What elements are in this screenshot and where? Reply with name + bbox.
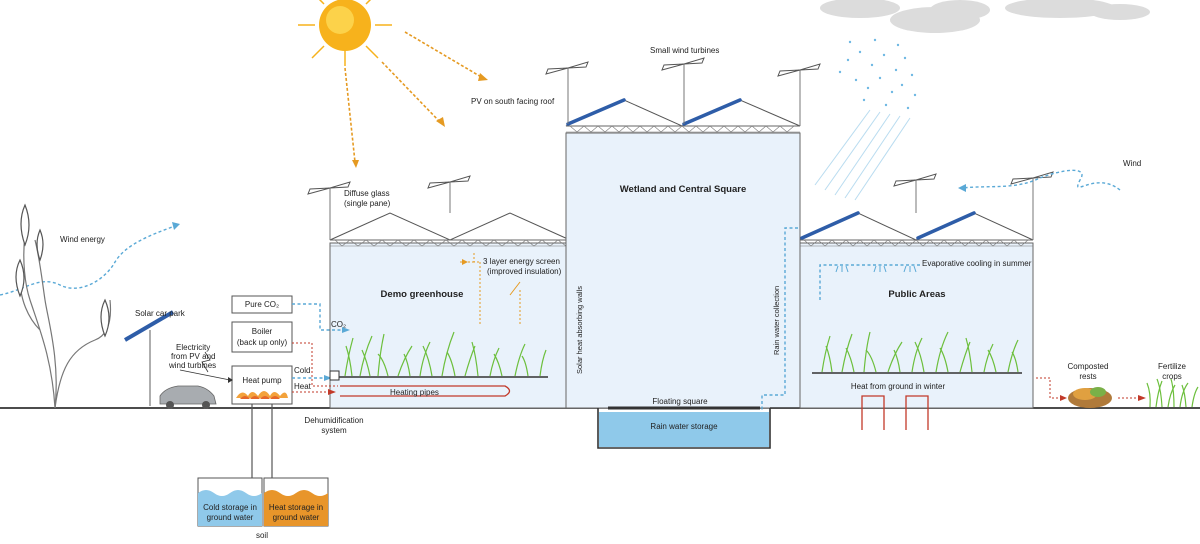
compost-icon xyxy=(1036,377,1146,408)
sun-ray-arrows xyxy=(344,31,488,168)
label-cold-storage-2: ground water xyxy=(207,513,254,522)
label-diffuse-glass-1: Diffuse glass xyxy=(344,189,390,198)
label-diffuse-glass-2: (single pane) xyxy=(344,199,391,208)
solar-panel-icon xyxy=(123,310,175,406)
rain-icon xyxy=(814,38,917,201)
ground-water-storage xyxy=(197,404,329,527)
wind-turbine-icon xyxy=(307,57,1054,195)
wetland-hall xyxy=(565,64,801,409)
label-wetland: Wetland and Central Square xyxy=(620,184,747,195)
label-electricity-3: wind turbines xyxy=(168,361,216,370)
label-soil: soil xyxy=(256,531,268,540)
label-electricity-1: Electricity xyxy=(176,343,210,352)
label-pv-roof: PV on south facing roof xyxy=(471,97,555,106)
label-floating-square: Floating square xyxy=(652,397,708,406)
label-heat: Heat xyxy=(294,382,312,391)
label-fertilize-1: Fertilize xyxy=(1158,362,1187,371)
label-rain-storage: Rain water storage xyxy=(650,422,718,431)
ground-heat-pipes xyxy=(861,395,929,430)
label-fertilize-2: crops xyxy=(1162,372,1182,381)
sun-icon xyxy=(298,0,392,66)
equipment xyxy=(179,295,350,405)
label-boiler-2: (back up only) xyxy=(237,338,288,347)
label-heat-ground: Heat from ground in winter xyxy=(851,382,946,391)
label-composted-2: rests xyxy=(1079,372,1096,381)
label-heat-storage-1: Heat storage in xyxy=(269,503,323,512)
label-cold: Cold xyxy=(294,366,310,375)
label-rain-collection: Rain water collection xyxy=(772,286,781,355)
label-demo-greenhouse: Demo greenhouse xyxy=(381,289,464,300)
public-areas-hall xyxy=(799,178,1034,430)
label-dehumid-1: Dehumidification xyxy=(304,416,363,425)
crops-grass xyxy=(1146,378,1199,408)
wind-energy-trees xyxy=(15,203,112,409)
heat-pump-flames xyxy=(236,391,288,399)
label-energy-screen-1: 3 layer energy screen xyxy=(483,257,560,266)
label-pure-co2: Pure CO₂ xyxy=(245,300,279,309)
label-solar-walls: Solar heat absorbing walls xyxy=(575,286,584,374)
demo-greenhouse xyxy=(329,182,571,409)
label-cold-storage-1: Cold storage in xyxy=(203,503,257,512)
label-small-wind-turbines: Small wind turbines xyxy=(650,46,719,55)
heating-pipes xyxy=(340,385,511,397)
label-heating-pipes: Heating pipes xyxy=(390,388,439,397)
cloud-icon xyxy=(820,0,1150,33)
label-wind-energy: Wind energy xyxy=(60,235,105,244)
label-evaporative: Evaporative cooling in summer xyxy=(922,259,1032,268)
label-composted-1: Composted xyxy=(1068,362,1109,371)
label-energy-screen-2: (improved insulation) xyxy=(487,267,562,276)
label-co2: CO₂ xyxy=(331,320,346,329)
label-heat-pump: Heat pump xyxy=(242,376,282,385)
grass-icon xyxy=(338,331,548,378)
label-public-areas: Public Areas xyxy=(888,289,945,300)
label-wind: Wind xyxy=(1123,159,1141,168)
wind-arrows xyxy=(0,169,1121,296)
label-heat-storage-2: ground water xyxy=(273,513,320,522)
label-boiler-1: Boiler xyxy=(252,327,273,336)
label-electricity-2: from PV and xyxy=(171,352,215,361)
car-icon xyxy=(159,385,217,409)
label-dehumid-2: system xyxy=(321,426,347,435)
label-solar-car-park: Solar car park xyxy=(135,309,186,318)
